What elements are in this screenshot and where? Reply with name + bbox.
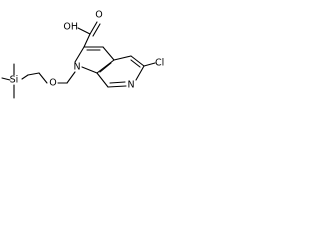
- carbonyl-oxygen-label: O: [95, 10, 102, 21]
- bond-ch2-ch2: [27, 72, 40, 76]
- bond-carboxyl-carbon-o-double-b: [92, 23, 101, 37]
- bond-c7a-n1: [81, 66, 98, 74]
- bond-n6-c7-inner: [109, 81, 126, 84]
- bond-n1-c2: [74, 46, 85, 63]
- bond-si-methyl-left: [1, 77, 11, 81]
- bond-ch2-si: [21, 74, 29, 80]
- bond-carboxyl-carbon-oh: [77, 27, 91, 35]
- bond-c3-c3a: [102, 46, 115, 61]
- chlorine-label: Cl: [155, 58, 164, 69]
- bond-c4-c5-inner: [130, 59, 141, 68]
- bond-ether-o-ch2: [38, 72, 48, 84]
- bond-c2-carboxyl-carbon: [83, 33, 91, 48]
- hydroxyl-label: OH: [63, 22, 78, 33]
- bond-c5-n6: [135, 65, 145, 81]
- bond-n1-ch2: [66, 71, 76, 84]
- bond-c3a-c7a: [96, 59, 115, 74]
- bond-c7-c7a: [96, 72, 109, 88]
- ether-oxygen-label: O: [49, 78, 56, 89]
- silicon-label: Si: [10, 75, 19, 86]
- bond-c5-cl: [143, 62, 156, 67]
- bond-c3a-c7a-inner: [99, 62, 112, 73]
- chemical-structure-diagram: OH O N N Cl O Si: [1, 10, 164, 99]
- bond-carboxyl-carbon-o-double-a: [89, 21, 98, 35]
- pyridine-nitrogen-label: N: [127, 80, 134, 91]
- ring-nitrogen-label: N: [73, 62, 80, 73]
- bond-n6-c7: [107, 85, 127, 88]
- bond-c4-c5: [130, 55, 145, 67]
- bond-c3a-c4: [113, 55, 132, 61]
